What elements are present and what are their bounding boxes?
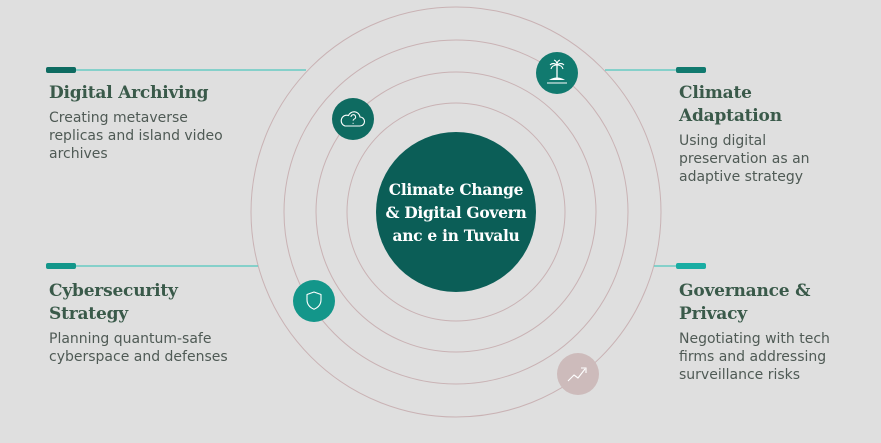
item-description: Creating metaverse replicas and island v…	[49, 110, 223, 162]
ring-2	[315, 71, 597, 353]
item-climate-adaptation: Climate Adaptation Using digital preserv…	[679, 82, 829, 186]
connector-bar-digital-archiving	[46, 67, 76, 73]
palm-island-icon	[536, 52, 578, 94]
item-title: Cybersecurity Strategy	[49, 281, 178, 324]
item-digital-archiving: Digital Archiving Creating metaverse rep…	[49, 82, 289, 163]
ring-inner	[346, 102, 566, 322]
item-description: Planning quantum-safe cyberspace and def…	[49, 331, 228, 365]
connector-bar-governance	[676, 263, 706, 269]
connector-bar-cybersecurity	[46, 263, 76, 269]
ring-3	[283, 39, 629, 385]
item-title: Governance & Privacy	[679, 281, 811, 324]
cloud-question-icon	[332, 98, 374, 140]
item-governance-privacy: Governance & Privacy Negotiating with te…	[679, 280, 849, 384]
trend-up-icon	[557, 353, 599, 395]
center-title: Climate Change & Digital Governanc e in …	[385, 179, 527, 245]
shield-icon	[293, 280, 335, 322]
item-title: Climate Adaptation	[679, 83, 782, 126]
center-disk	[376, 132, 536, 292]
item-description: Negotiating with tech firms and addressi…	[679, 331, 830, 383]
connector-bar-climate-adaptation	[676, 67, 706, 73]
item-title: Digital Archiving	[49, 83, 209, 103]
ring-outer	[250, 6, 662, 418]
item-cybersecurity-strategy: Cybersecurity Strategy Planning quantum-…	[49, 280, 249, 366]
item-description: Using digital preservation as an adaptiv…	[679, 133, 810, 185]
